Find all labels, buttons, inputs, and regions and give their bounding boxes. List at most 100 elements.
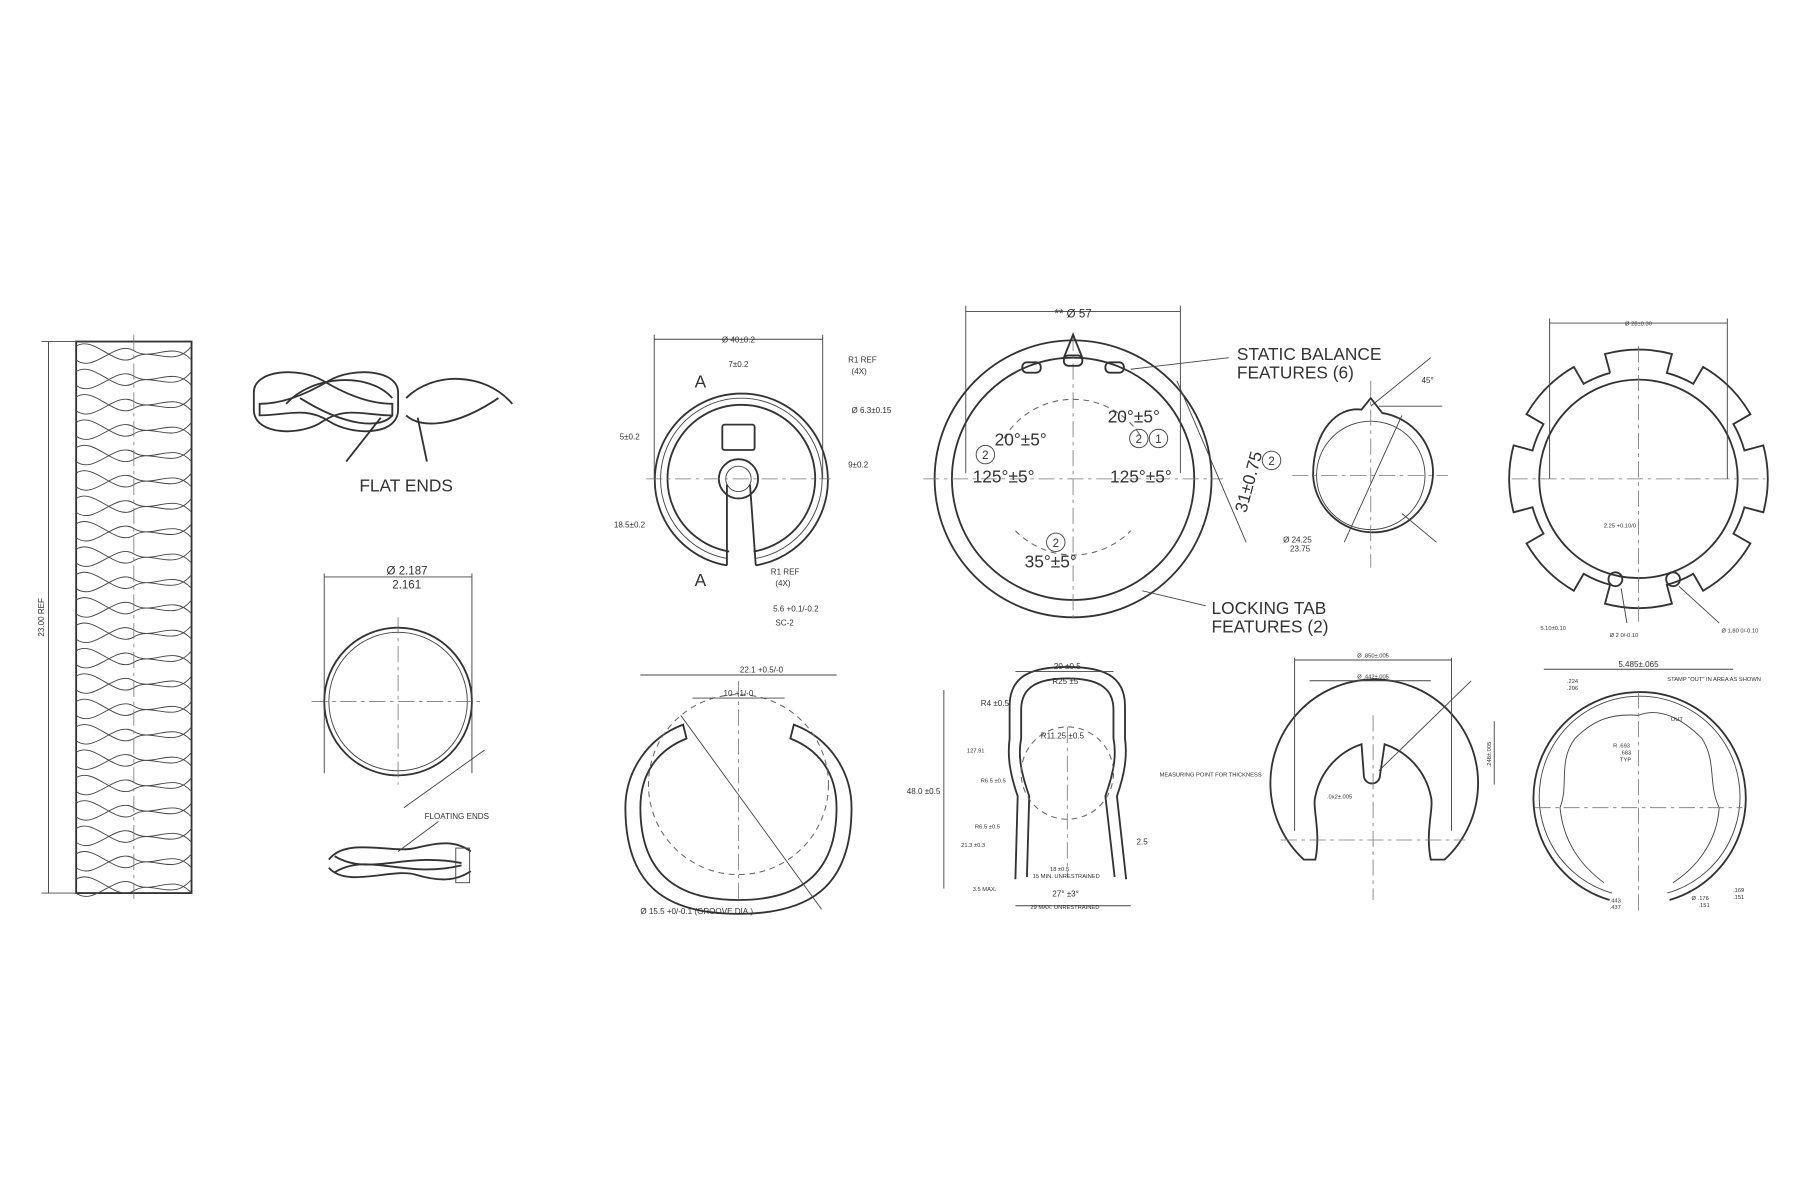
clip-r65b: R6.5 ±0.5	[975, 824, 1000, 830]
wave-d176: Ø .176	[1692, 896, 1709, 902]
wave-r2: .683	[1620, 751, 1631, 757]
static-balance-1: STATIC BALANCE	[1237, 344, 1382, 364]
angle-35: 35°±5°	[1025, 552, 1077, 572]
keyhole-ring-view: 45° Ø 24.25 23.75	[1283, 357, 1449, 568]
wave-169: .169	[1733, 888, 1744, 894]
tab-ring-outline	[1508, 348, 1769, 610]
d-ring-view: 22.1 +0.5/-0 10 +1/-0 Ø 15.5 +0/-0.1 (GR…	[624, 666, 853, 916]
ring1-5: 5±0.2	[620, 433, 641, 442]
e-ring-view: Ø .850±.005 Ø .442±.005 .0x2±.005 .248±.…	[1269, 654, 1495, 900]
callout-2-dim: 2	[1261, 450, 1282, 471]
ring1-r1-top: R1 REF	[848, 355, 877, 364]
svg-text:2: 2	[1136, 434, 1142, 446]
od-upper: Ø 2.187	[387, 566, 428, 578]
dring-gap: 10 +1/-0	[724, 689, 754, 698]
wave-437: .437	[1610, 905, 1621, 911]
wave-od: 5.485±.065	[1618, 660, 1659, 669]
clip-15min: 15 MIN. UNRESTRAINED	[1033, 874, 1100, 880]
wave-d151: .151	[1698, 903, 1709, 909]
od-lower: 2.161	[392, 579, 421, 591]
ering-id: Ø .442±.005	[1357, 674, 1389, 680]
dim-31: 31±0.75	[1231, 449, 1266, 514]
clip-r65a: R6.5 ±0.5	[981, 778, 1006, 784]
wave-224: .224	[1567, 679, 1579, 685]
tabring-225: 2.25 +0.10/0	[1604, 523, 1636, 529]
clip-1279: 127.91	[967, 748, 985, 754]
callout-2-right: 2	[1129, 428, 1149, 449]
ring1-18-5: 18.5±0.2	[614, 520, 646, 529]
locking-tab-1: LOCKING TAB	[1212, 598, 1327, 618]
ring1-od: Ø 40±0.2	[722, 336, 756, 345]
clip-18: 18 ±0.5	[1050, 867, 1069, 873]
keyhole-d-upper: Ø 24.25	[1283, 535, 1312, 544]
angle-125-right: 125°±5°	[1110, 466, 1172, 486]
tabring-od: Ø 28±0.30	[1625, 321, 1652, 327]
balance-ring-view: ** Ø 57 STATIC BALANCE FEATURES (6) 20°±…	[923, 305, 1382, 636]
clip-r1125: R11.25 ±0.5	[1041, 731, 1085, 740]
spring-coil-wave	[75, 749, 192, 770]
ring2-od: ** Ø 57	[1055, 308, 1092, 320]
clip-29max: 29 MAX. UNRESTRAINED	[1030, 905, 1099, 911]
wire-clip-view: 20 ±0.5 R25 ±5 R4 ±0.5 R11.25 ±0.5 127.9…	[907, 662, 1262, 911]
ring1-9: 9±0.2	[848, 460, 869, 469]
dring-width: 22.1 +0.5/-0	[740, 666, 784, 675]
clip-measure: MEASURING POINT FOR THICKNESS	[1160, 773, 1262, 779]
ring1-sc: SC-2	[775, 618, 794, 627]
svg-text:2: 2	[1268, 456, 1274, 468]
svg-text:2: 2	[982, 450, 988, 462]
ring1-hole: Ø 6.3±0.15	[852, 406, 892, 415]
tab-ring-view: Ø 28±0.30 2.25 +0.10/0 5.10±0.10 Ø 2 0/-…	[1508, 318, 1769, 639]
clip-213: 21.3 ±0.3	[961, 843, 985, 849]
ring1-section-top: A	[695, 372, 707, 392]
keyhole-angle: 45°	[1422, 376, 1434, 385]
wave-151: .151	[1733, 895, 1744, 901]
floating-ends-label: FLOATING ENDS	[425, 812, 489, 821]
wave-typ: TYP	[1620, 758, 1631, 764]
wave-ring-view: 5.485±.065 .224 .206 STAMP "OUT" IN AREA…	[1532, 660, 1761, 912]
ering-height: .248±.005	[1487, 742, 1493, 768]
flat-ends-label: FLAT ENDS	[359, 476, 453, 496]
static-balance-2: FEATURES (6)	[1237, 362, 1354, 382]
ering-slot: .0x2±.005	[1327, 794, 1352, 800]
flat-ends-view: FLAT ENDS	[252, 371, 514, 496]
svg-text:2: 2	[1053, 538, 1059, 550]
callout-2-bottom: 2	[1046, 532, 1066, 552]
wave-spring-side-view: 23.00 REF	[37, 334, 193, 900]
wave-443: .443	[1610, 898, 1621, 904]
callout-1: 1	[1148, 428, 1169, 449]
ring1-gap: 5.6 +0.1/-0.2	[773, 605, 819, 614]
clip-width: 20 ±0.5	[1054, 662, 1081, 671]
ring1-r1-bot: R1 REF	[771, 568, 800, 577]
angle-125-left: 125°±5°	[973, 466, 1035, 486]
locking-tab-2: FEATURES (2)	[1212, 616, 1329, 636]
wave-206: .206	[1567, 686, 1578, 692]
ring1-r1-bot-qty: (4X)	[775, 579, 791, 588]
ering-od: Ø .850±.005	[1357, 654, 1389, 660]
floating-ends-view: FLOATING ENDS	[328, 812, 489, 884]
tabring-hole2: Ø 1.80 0/-0.10	[1722, 628, 1759, 634]
callout-2-left: 2	[975, 444, 996, 465]
wave-out: OUT	[1671, 717, 1684, 723]
ring1-section-bottom: A	[695, 570, 707, 590]
clip-35max: 3.5 MAX.	[973, 887, 997, 893]
spring-length-dim: 23.00 REF	[37, 598, 46, 637]
clip-r25: R25 ±5	[1052, 677, 1078, 686]
clip-height: 48.0 ±0.5	[907, 787, 941, 796]
ring1-r1-top-qty: (4X)	[852, 367, 868, 376]
dring-groove: Ø 15.5 +0/-0.1 (GROOVE DIA.)	[640, 907, 753, 916]
tabring-hole1: Ø 2 0/-0.10	[1610, 633, 1639, 639]
tabring-510: 5.10±0.10	[1540, 626, 1566, 632]
spring-coil-wave	[75, 521, 192, 542]
clip-r4: R4 ±0.5	[981, 699, 1010, 708]
angle-20-left: 20°±5°	[995, 429, 1047, 449]
wave-stamp: STAMP "OUT" IN AREA AS SHOWN	[1667, 677, 1761, 683]
wave-r1: R .693	[1613, 744, 1630, 750]
ring1-slot: 7±0.2	[728, 360, 749, 369]
clip-25: 2.5	[1137, 838, 1149, 847]
snap-ring-view: Ø 40±0.2 7±0.2 A A R1 REF (4X) Ø 6.3±0.1…	[614, 334, 892, 627]
spring-top-view: Ø 2.187 2.161	[311, 566, 485, 809]
svg-text:1: 1	[1155, 434, 1161, 446]
clip-27: 27° ±3°	[1052, 890, 1079, 899]
keyhole-d-lower: 23.75	[1290, 545, 1311, 554]
